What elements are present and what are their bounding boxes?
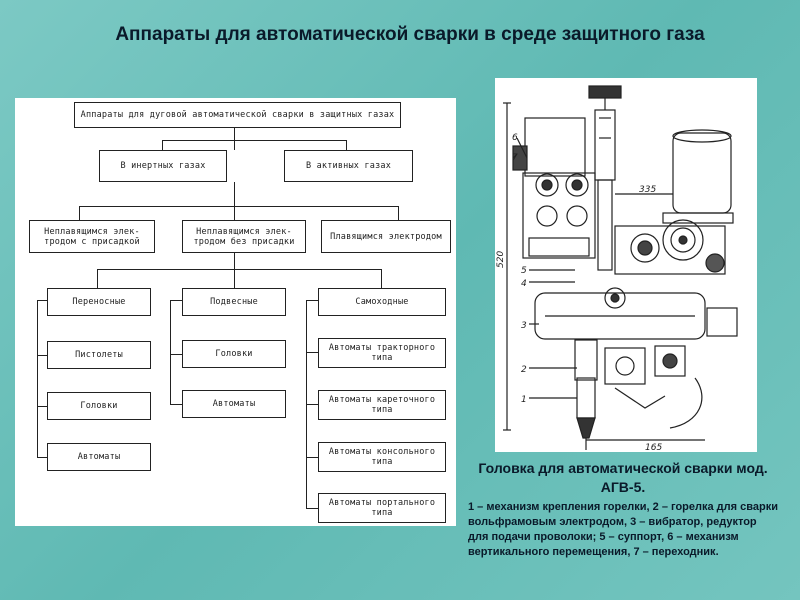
connector <box>306 508 318 509</box>
dimension-label: 165 <box>645 443 662 452</box>
connector <box>79 206 80 220</box>
connector <box>381 269 382 288</box>
connector <box>37 300 47 301</box>
part-label: 2 <box>521 365 527 375</box>
connector <box>170 300 171 404</box>
slide-title: Аппараты для автоматической сварки в сре… <box>115 24 705 45</box>
connector <box>37 406 47 407</box>
scheme-nonconsumable-nofiller: Неплавящимся элек- тродом без присадки <box>182 220 306 253</box>
connector <box>234 128 235 150</box>
drawing-caption-title: Головка для автоматической сварки мод. А… <box>478 460 768 495</box>
connector <box>346 140 347 150</box>
connector <box>234 182 235 220</box>
connector <box>97 269 381 270</box>
connector <box>306 457 318 458</box>
scheme-portable: Переносные <box>47 288 151 316</box>
connector <box>398 206 399 220</box>
scheme-selfpropelled: Самоходные <box>318 288 446 316</box>
connector <box>162 140 163 150</box>
scheme-tractor: Автоматы тракторного типа <box>318 338 446 368</box>
welding-head-drawing: 335 520 165 6 7 5 4 3 2 1 <box>495 78 757 453</box>
connector <box>170 404 182 405</box>
part-label: 1 <box>521 395 527 405</box>
drawing-caption-description: 1 – механизм крепления горелки, 2 – горе… <box>468 501 778 558</box>
scheme-portable-heads: Головки <box>47 392 151 420</box>
part-label: 3 <box>521 321 527 331</box>
scheme-suspended-heads: Головки <box>182 340 286 368</box>
connector <box>162 140 346 141</box>
part-label: 7 <box>512 153 518 163</box>
scheme-suspended-automats: Автоматы <box>182 390 286 418</box>
scheme-active-gas: В активных газах <box>284 150 413 182</box>
scheme-nonconsumable-filler: Неплавящимся элек- тродом с присадкой <box>29 220 155 253</box>
connector <box>234 253 235 288</box>
connector <box>306 404 318 405</box>
part-label: 5 <box>521 266 527 276</box>
part-label: 4 <box>521 279 527 289</box>
scheme-portal: Автоматы портального типа <box>318 493 446 523</box>
connector <box>37 300 38 458</box>
connector <box>170 300 182 301</box>
scheme-consumable: Плавящимся электродом <box>321 220 451 253</box>
connector <box>306 352 318 353</box>
dimension-label: 335 <box>639 185 656 195</box>
connector <box>79 206 398 207</box>
dimension-label: 520 <box>496 251 506 268</box>
scheme-console: Автоматы консольного типа <box>318 442 446 472</box>
connector <box>170 354 182 355</box>
technical-drawing-svg: 335 520 165 6 7 5 4 3 2 1 <box>496 85 738 453</box>
scheme-portable-automats: Автоматы <box>47 443 151 471</box>
connector <box>37 355 47 356</box>
scheme-pistols: Пистолеты <box>47 341 151 369</box>
classification-diagram: Аппараты для дуговой автоматической свар… <box>15 98 456 526</box>
connector <box>306 300 318 301</box>
part-label: 6 <box>512 133 518 143</box>
scheme-root: Аппараты для дуговой автоматической свар… <box>74 102 401 128</box>
scheme-inert-gas: В инертных газах <box>99 150 227 182</box>
connector <box>97 269 98 288</box>
connector <box>37 457 47 458</box>
scheme-carriage: Автоматы кареточного типа <box>318 390 446 420</box>
scheme-suspended: Подвесные <box>182 288 286 316</box>
